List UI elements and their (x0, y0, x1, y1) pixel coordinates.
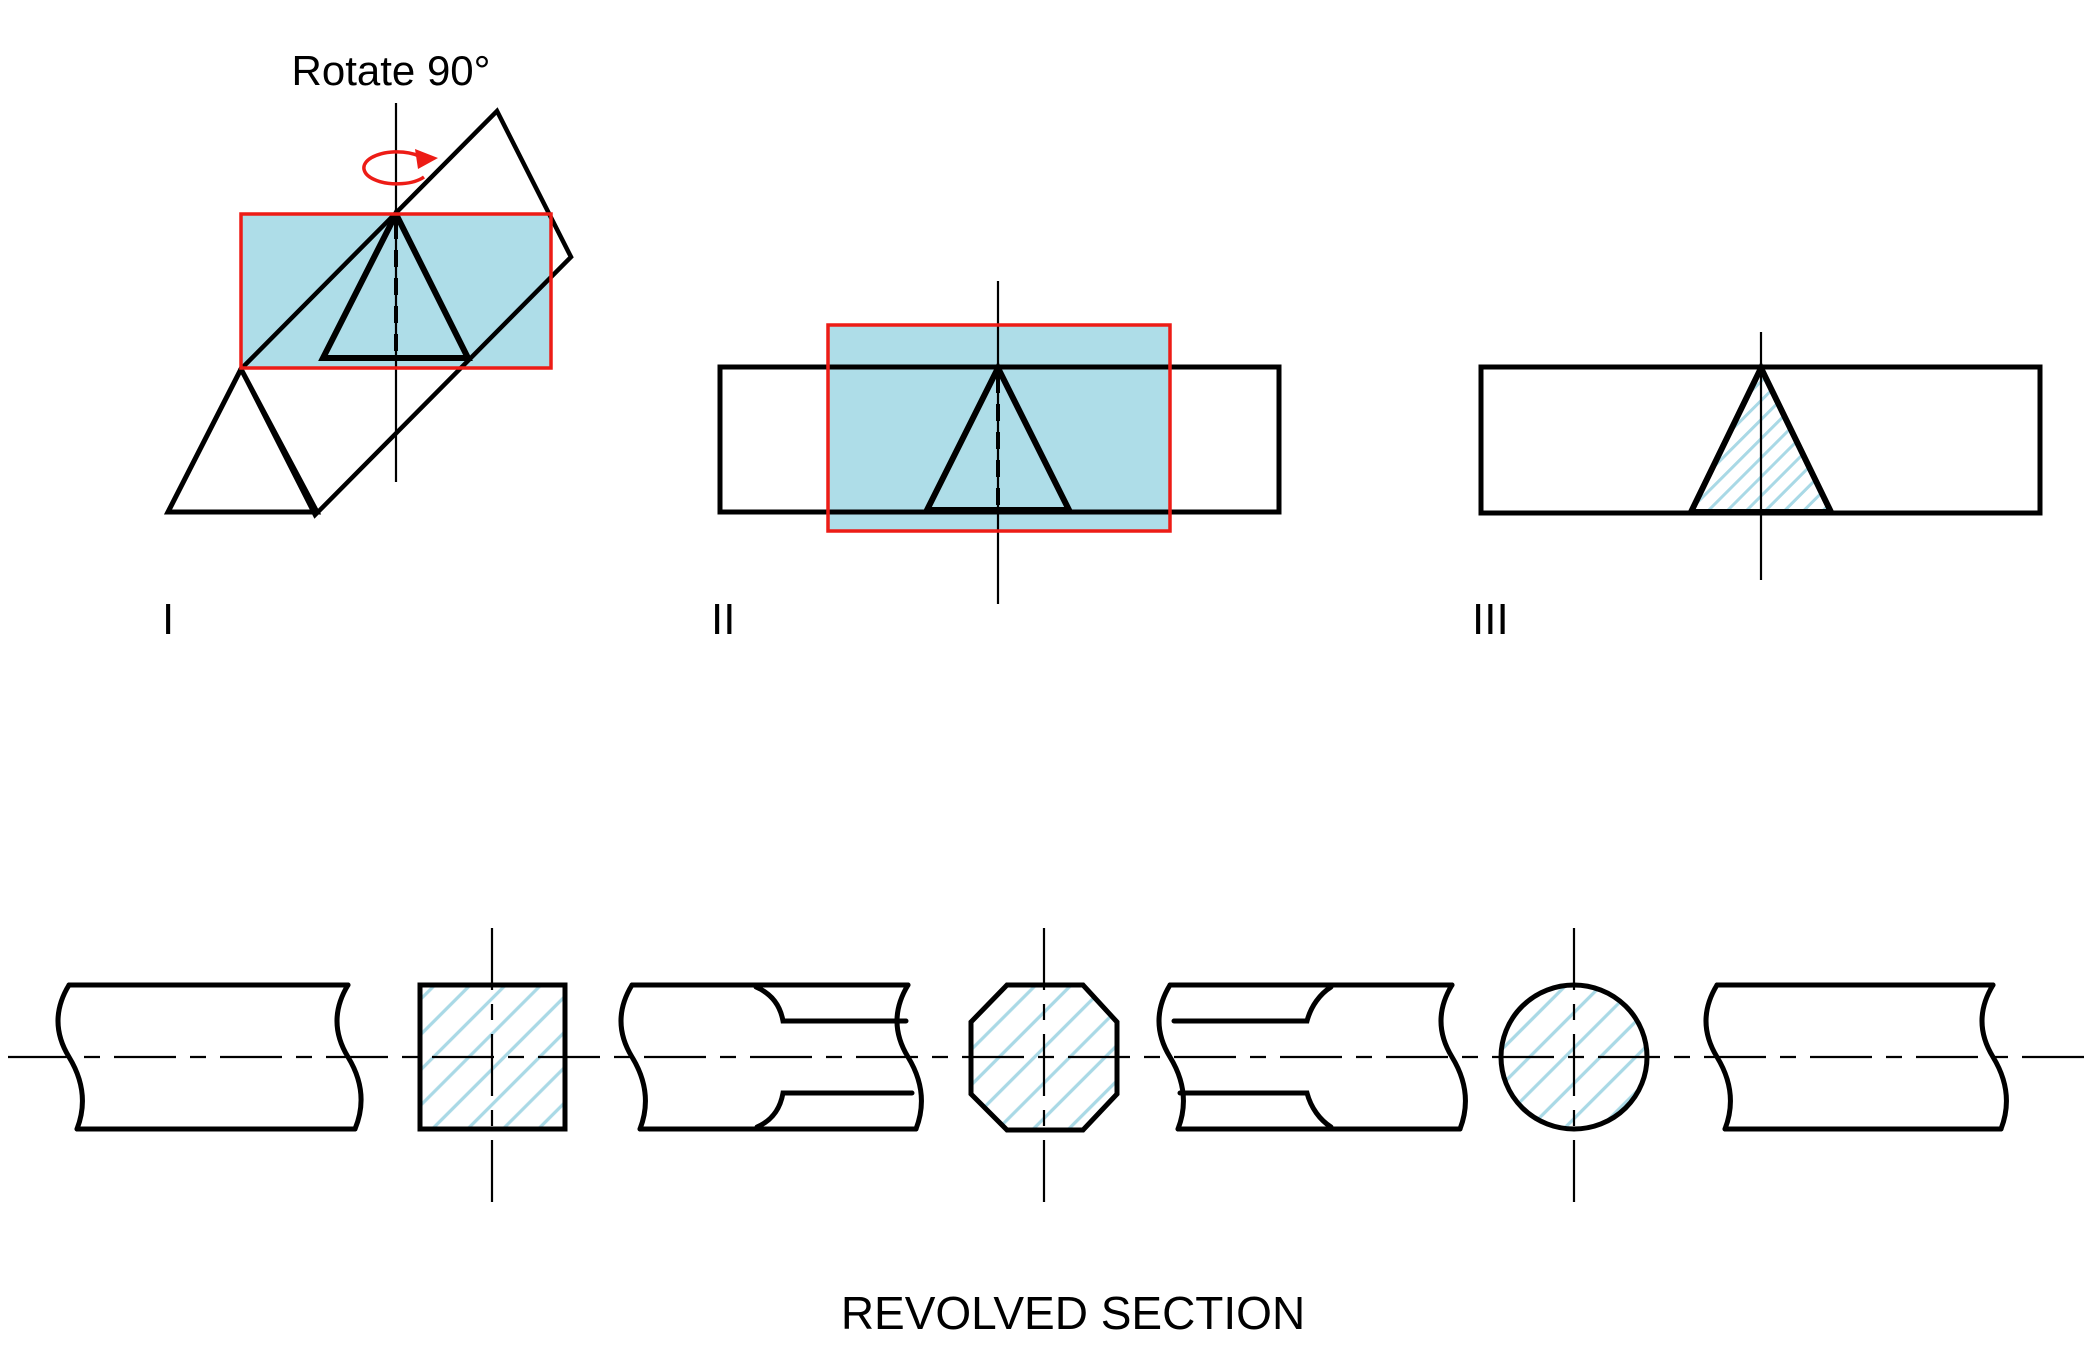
step-label-ii: II (711, 595, 735, 644)
section-triangle (922, 361, 1074, 513)
shaft-segment-3 (1156, 982, 1468, 1132)
front-view-triangle (163, 363, 322, 515)
shaft-figure (8, 928, 2089, 1206)
rotation-arrow-icon (362, 149, 438, 186)
step-1-pictorial: Rotate 90° (163, 47, 574, 519)
cutting-plane-red-outline (826, 323, 1172, 533)
rotate-90-annotation: Rotate 90° (292, 47, 491, 94)
section-triangle-true-shape (318, 207, 473, 361)
step-3-result (1478, 332, 2043, 580)
shaft-segment-1 (55, 982, 364, 1132)
figure-caption: REVOLVED SECTION (841, 1287, 1305, 1339)
shaft-segment-4 (1703, 982, 2009, 1132)
shaft-segment-2 (618, 982, 924, 1132)
step-2-superimposed (717, 281, 1282, 604)
cutting-plane-red-outline (239, 212, 553, 370)
step-label-iii: III (1472, 595, 1509, 644)
step-label-i: I (162, 595, 174, 644)
